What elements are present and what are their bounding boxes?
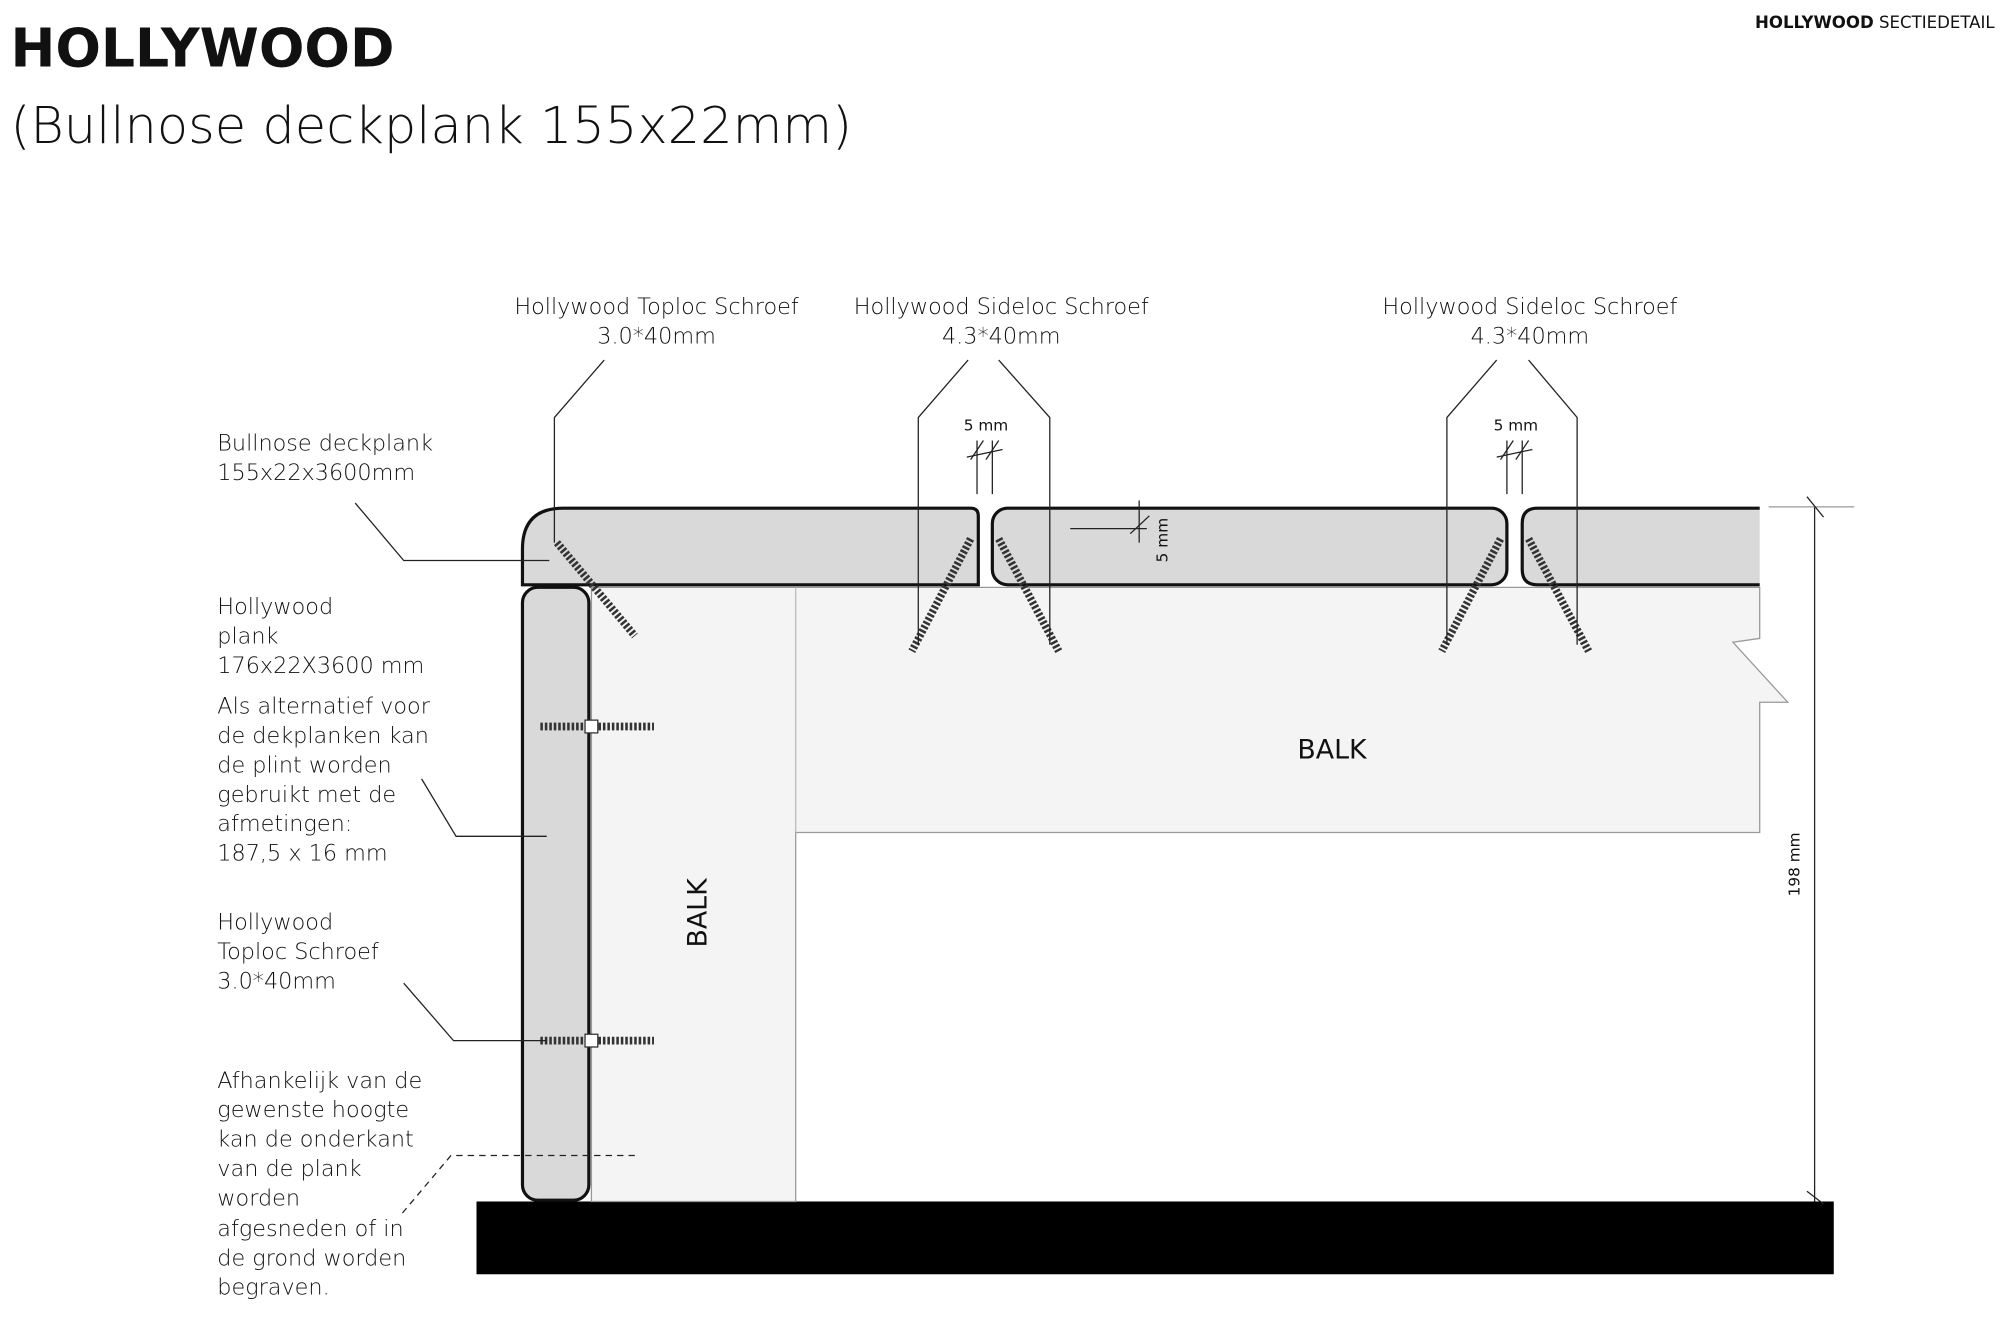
callout-toploc-side: Hollywood Toploc Schroef 3.0*40mm <box>217 910 379 995</box>
callout-text: 176x22X3600 mm <box>217 653 424 679</box>
callout-text: kan de onderkant <box>217 1127 414 1153</box>
deckplank-3 <box>1520 506 1760 587</box>
callout-sideloc-1: Hollywood Sideloc Schroef 4.3*40mm <box>854 294 1149 349</box>
callout-text: worden <box>217 1185 300 1211</box>
callout-text: Hollywood Toploc Schroef <box>514 294 799 320</box>
callout-text: gebruikt met de <box>217 782 396 808</box>
callout-text: Hollywood Sideloc Schroef <box>854 294 1149 320</box>
callout-text: Hollywood <box>217 594 333 620</box>
horizontal-beam <box>590 586 1790 1203</box>
sideloc-screw <box>995 537 1063 653</box>
sideloc-screw <box>1438 537 1504 653</box>
callout-text: 187,5 x 16 mm <box>217 841 387 867</box>
callout-text: 155x22x3600mm <box>217 460 415 486</box>
callout-plank: Hollywood plank 176x22X3600 mm Als alter… <box>217 594 430 866</box>
callout-text: Toploc Schroef <box>217 939 379 965</box>
callout-text: afmetingen: <box>217 811 352 837</box>
corner-brand: HOLLYWOOD <box>1755 13 1874 32</box>
bullnose-deckplank <box>520 506 980 587</box>
height-dimension: 198 mm <box>1785 832 1803 896</box>
callout-text: 3.0*40mm <box>597 323 716 349</box>
page-title: HOLLYWOOD <box>10 16 394 79</box>
callout-text: afgesneden of in <box>217 1216 403 1242</box>
sideloc-screw <box>908 537 975 653</box>
callout-text: Hollywood Sideloc Schroef <box>1382 294 1677 320</box>
page-subtitle: (Bullnose deckplank 155x22mm) <box>10 97 852 156</box>
callout-text: de plint worden <box>217 752 391 778</box>
toploc-screw-top <box>554 540 638 639</box>
callout-text: begraven. <box>217 1275 329 1301</box>
callout-text: gewenste hoogte <box>217 1097 409 1123</box>
callout-cut: Afhankelijk van de gewenste hoogte kan d… <box>217 1068 422 1301</box>
deckplank-2 <box>990 506 1509 587</box>
beam-label-horizontal: BALK <box>1297 734 1368 765</box>
callout-text: 3.0*40mm <box>217 968 336 994</box>
callout-text: Als alternatief voor <box>217 694 430 720</box>
sideloc-screw <box>1525 537 1592 653</box>
callout-text: 4.3*40mm <box>942 323 1061 349</box>
callout-text: de dekplanken kan <box>217 723 429 749</box>
callout-text: van de plank <box>217 1156 361 1182</box>
callout-sideloc-2: Hollywood Sideloc Schroef 4.3*40mm <box>1382 294 1677 349</box>
gap-dimension-2: 5 mm <box>1494 416 1538 434</box>
callout-text: Hollywood <box>217 910 333 936</box>
callout-text: 4.3*40mm <box>1471 323 1590 349</box>
callout-text: de grond worden <box>217 1245 406 1271</box>
gap-dimension-1: 5 mm <box>964 416 1008 434</box>
beam-label-vertical: BALK <box>682 877 713 948</box>
callout-bullnose: Bullnose deckplank 155x22x3600mm <box>217 431 433 486</box>
corner-section: SECTIEDETAIL <box>1879 13 1995 32</box>
corner-label: HOLLYWOOD SECTIEDETAIL <box>1755 13 1995 32</box>
callout-text: Afhankelijk van de <box>217 1068 422 1094</box>
leader-lines <box>354 359 1855 1214</box>
vertical-plank <box>520 585 591 1202</box>
callout-toploc-top: Hollywood Toploc Schroef 3.0*40mm <box>514 294 799 349</box>
callout-text: Bullnose deckplank <box>217 431 433 457</box>
callout-text: plank <box>217 624 278 650</box>
screws <box>540 537 1592 1048</box>
ground <box>476 1201 1834 1275</box>
gap-dimension-vertical: 5 mm <box>1153 518 1171 562</box>
